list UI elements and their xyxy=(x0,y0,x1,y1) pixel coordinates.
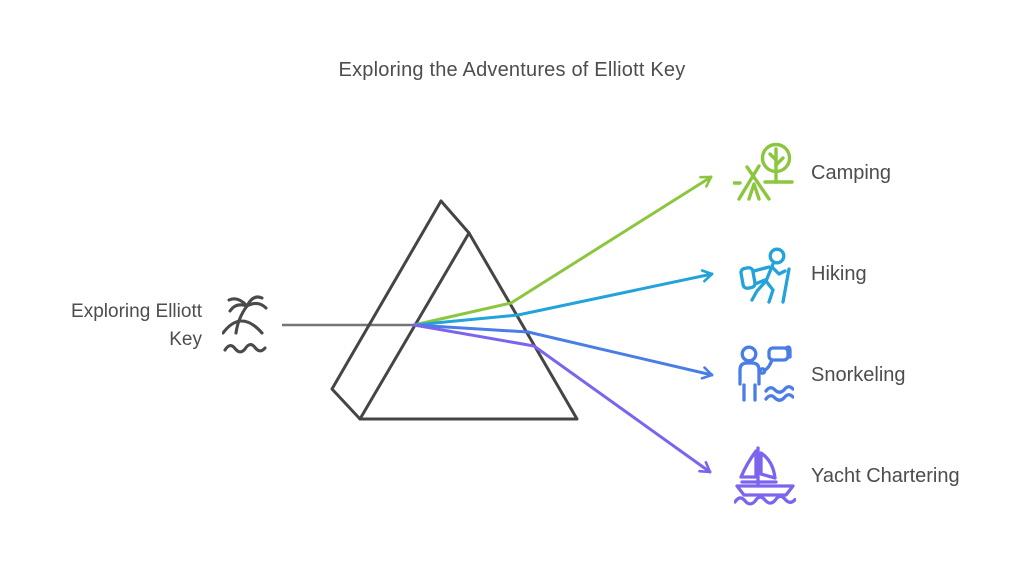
sailboat-icon xyxy=(734,446,796,506)
ray-yacht-chartering xyxy=(412,323,712,474)
camping-tent-tree-icon xyxy=(733,142,794,201)
ray-camping xyxy=(412,175,713,327)
diagram-title: Exploring the Adventures of Elliott Key xyxy=(338,59,686,81)
activity-label: Hiking xyxy=(811,262,867,285)
activity-label: Snorkeling xyxy=(811,363,906,386)
activity-label: Yacht Chartering xyxy=(811,464,960,487)
hiker-icon xyxy=(738,247,791,304)
source-label-line1: Exploring Elliott xyxy=(71,301,202,322)
palm-island-icon xyxy=(222,295,268,354)
activity-item-hiking: Hiking xyxy=(731,242,867,306)
source-label-line2: Key xyxy=(169,329,202,350)
ray-snorkeling xyxy=(412,323,714,380)
ray-hiking xyxy=(412,269,714,327)
activity-item-yacht-chartering: Yacht Chartering xyxy=(731,444,960,508)
activity-item-camping: Camping xyxy=(731,141,891,205)
source-label: Exploring Elliott Key xyxy=(16,298,202,354)
activity-label: Camping xyxy=(811,161,892,184)
snorkeler-icon xyxy=(738,345,794,402)
activity-item-snorkeling: Snorkeling xyxy=(731,343,906,407)
